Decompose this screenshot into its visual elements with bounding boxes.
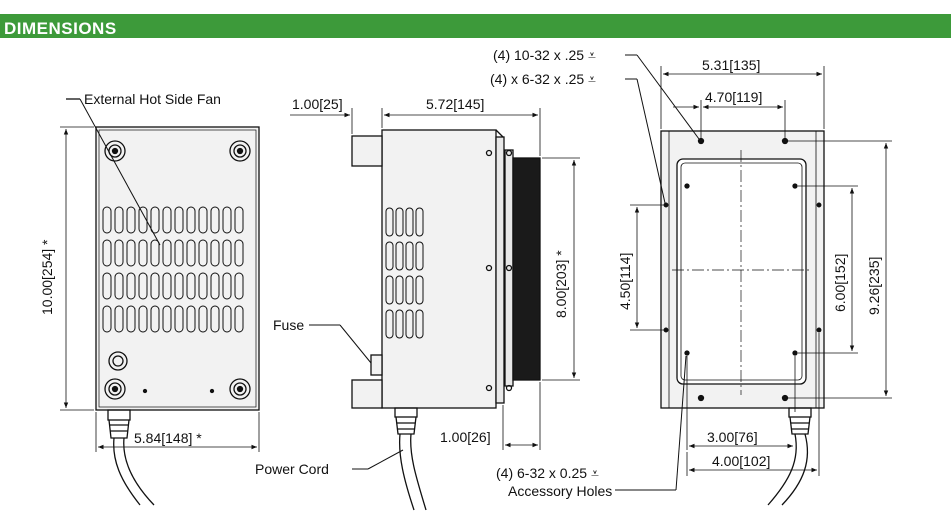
side-body-dim: 5.72[145] [426,96,484,112]
side-heatsink [512,157,541,381]
side-fan-height-dim: 8.00[203] * [553,250,569,318]
side-vent-slots [385,207,424,339]
accessory-holes-label: Accessory Holes [508,483,612,499]
back-mount-holes [663,137,822,402]
section-header-bar: DIMENSIONS [0,14,951,38]
accessory-holes-spec: (4) 6-32 x 0.25 ⩡ [496,465,599,481]
back-outer-height-dim: 9.26[235] [866,257,882,315]
back-view [615,54,892,506]
section-title: DIMENSIONS [4,19,117,38]
front-vent-slots [102,206,244,333]
side-bottom-dim: 1.00[26] [440,429,491,445]
back-width-inner-dim: 4.70[119] [705,89,762,105]
power-cord-label: Power Cord [255,461,329,477]
hole-1032-label: (4) 10-32 x .25 ⩡ [493,47,596,63]
back-left-height-dim: 4.50[114] [617,253,633,310]
back-bottom-outer-dim: 4.00[102] [712,453,770,469]
front-width-dim: 5.84[148] * [134,430,202,446]
back-bottom-inner-dim: 3.00[76] [707,429,758,445]
fuse-label: Fuse [273,317,304,333]
front-view [60,98,260,506]
back-width-outer-dim: 5.31[135] [702,57,760,73]
power-switch [108,351,128,371]
front-cord-gland [107,409,155,506]
fan-label: External Hot Side Fan [84,91,221,107]
front-height-dim: 10.00[254] * [39,239,55,315]
back-inner-height-dim: 6.00[152] [832,254,848,312]
hole-632-label: (4) x 6-32 x .25 ⩡ [490,71,596,87]
side-depth-top-dim: 1.00[25] [292,96,343,112]
side-view [290,108,580,511]
front-corner-screws [104,140,251,400]
